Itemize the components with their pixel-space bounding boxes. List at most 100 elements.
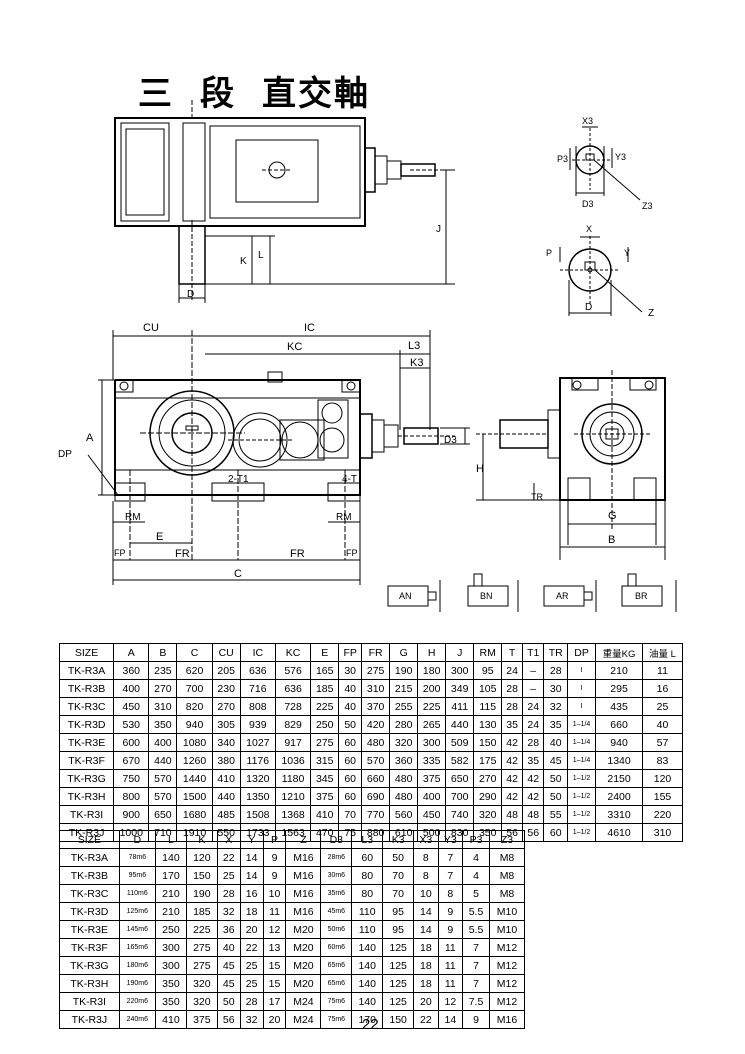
- table-cell: 700: [445, 787, 475, 806]
- col-E: E: [310, 643, 340, 662]
- col-J: J: [445, 643, 475, 662]
- table-cell: 25: [216, 866, 241, 885]
- label-FP-left: FP: [114, 548, 126, 558]
- table-cell: 275: [310, 733, 340, 752]
- table-cell: 2150: [595, 769, 644, 788]
- col-size: SIZE: [58, 643, 115, 662]
- table-cell: 50: [338, 715, 363, 734]
- table-cell: M8: [488, 884, 526, 903]
- table-cell: 820: [176, 697, 213, 716]
- table-cell: M12: [488, 974, 526, 993]
- table-cell: 45m6: [320, 902, 353, 921]
- table-cell: 1–1/2: [567, 769, 597, 788]
- col-FR: FR: [361, 643, 391, 662]
- table-cell: 50: [543, 787, 569, 806]
- table-cell: 290: [473, 787, 503, 806]
- table-cell: 42: [521, 787, 545, 806]
- table-cell: 360: [113, 661, 150, 680]
- table-cell: 150: [185, 866, 218, 885]
- label-RM-right: RM: [336, 512, 352, 523]
- table-cell: 270: [473, 769, 503, 788]
- table-cell: 350: [148, 715, 178, 734]
- table-cell: 28m6: [320, 848, 353, 867]
- title-part-3: 直交軸: [262, 74, 370, 114]
- table-cell: 95: [382, 920, 415, 939]
- table-cell: 48: [501, 805, 523, 824]
- table-cell: 20: [239, 920, 264, 939]
- table-cell: 5: [462, 884, 490, 903]
- table-cell: 375: [185, 1010, 218, 1029]
- table-cell: 1–1/2: [567, 805, 597, 824]
- table-cell: 22: [413, 1010, 439, 1029]
- table-cell: 50: [543, 769, 569, 788]
- col-RM: RM: [473, 643, 503, 662]
- table-cell: 1368: [274, 805, 312, 824]
- table-cell: 570: [361, 751, 391, 770]
- table-cell: 582: [445, 751, 475, 770]
- col-Z3: Z3: [488, 830, 526, 849]
- table-cell: 110: [351, 920, 384, 939]
- table-cell: 60m6: [320, 938, 353, 957]
- table-cell: 3310: [595, 805, 644, 824]
- table-cell: 14: [239, 866, 264, 885]
- table-cell: 350: [154, 974, 187, 993]
- table-cell: 480: [389, 769, 419, 788]
- table-cell: 25: [239, 974, 264, 993]
- table-cell: M16: [285, 848, 322, 867]
- label-FR-right: FR: [290, 548, 305, 560]
- table-cell: 480: [389, 787, 419, 806]
- table-cell: 42: [501, 769, 523, 788]
- table-cell: 716: [239, 679, 276, 698]
- table-cell: 55: [543, 805, 569, 824]
- size-cell: TK-R3C: [59, 884, 120, 903]
- table-cell: 440: [211, 787, 241, 806]
- table-cell: 140: [351, 938, 384, 957]
- table-cell: 1320: [239, 769, 276, 788]
- table-cell: 250: [310, 715, 340, 734]
- table-cell: 56: [521, 823, 545, 842]
- table-cell: 9: [262, 848, 287, 867]
- col-T: T: [501, 643, 523, 662]
- table-cell: 450: [113, 697, 150, 716]
- table-cell: 145m6: [118, 920, 156, 939]
- table-cell: 670: [113, 751, 150, 770]
- table-cell: 7: [462, 938, 490, 957]
- table-cell: 1176: [239, 751, 276, 770]
- size-cell: TK-R3C: [58, 697, 115, 716]
- table-cell: 210: [595, 661, 644, 680]
- table-cell: 7.5: [462, 992, 490, 1011]
- label-FR-left: FR: [175, 548, 190, 560]
- table-cell: 750: [113, 769, 150, 788]
- table-cell: 375: [310, 787, 340, 806]
- table-cell: 35: [521, 751, 545, 770]
- table-cell: 1180: [274, 769, 312, 788]
- table-cell: 11: [262, 902, 287, 921]
- col-X: X: [216, 830, 241, 849]
- col-T1: T1: [521, 643, 545, 662]
- table-cell: 32: [239, 1010, 264, 1029]
- table-cell: 30: [543, 679, 569, 698]
- table-cell: 440: [148, 751, 178, 770]
- table-cell: 270: [148, 679, 178, 698]
- table-cell: 7: [437, 848, 464, 867]
- table-cell: 60: [338, 787, 363, 806]
- table-cell: 36: [216, 920, 241, 939]
- table-cell: 30m6: [320, 866, 353, 885]
- col-A: A: [113, 643, 150, 662]
- label-shaft-D: D: [585, 302, 592, 313]
- table-cell: 28: [239, 992, 264, 1011]
- col-D: D: [118, 830, 156, 849]
- mount-icon-BN: [467, 573, 519, 612]
- table-cell: 1036: [274, 751, 312, 770]
- table-cell: M16: [285, 884, 322, 903]
- size-cell: TK-R3I: [59, 992, 120, 1011]
- table-cell: 700: [176, 679, 213, 698]
- table-cell: –: [521, 661, 545, 680]
- table-cell: 130: [473, 715, 503, 734]
- table-cell: 400: [417, 787, 447, 806]
